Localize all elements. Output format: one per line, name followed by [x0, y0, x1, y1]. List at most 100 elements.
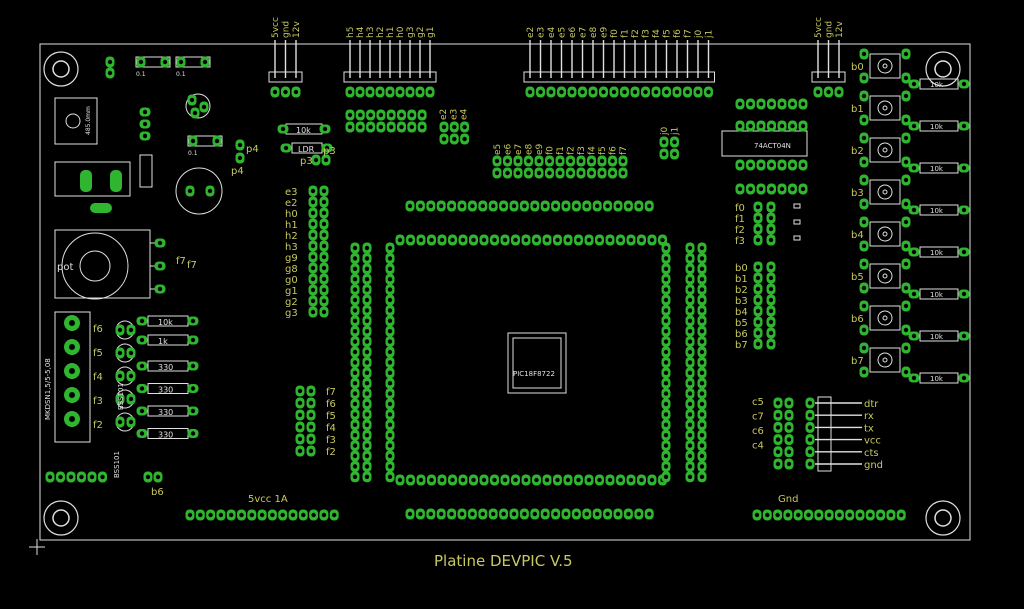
pad-hole — [737, 101, 743, 107]
pad-hole — [492, 477, 497, 483]
pad-hole — [699, 381, 705, 386]
pad-hole — [505, 158, 510, 164]
pad-hole — [785, 512, 791, 518]
pin-label: b6 — [735, 329, 748, 340]
pad-hole — [878, 512, 883, 518]
port-label: f2 — [93, 420, 103, 431]
pad-hole — [364, 297, 370, 303]
pad-hole — [815, 89, 821, 95]
pad-hole — [768, 275, 774, 281]
pin-label: e4 — [460, 108, 470, 120]
resistor-value: 10k — [296, 126, 311, 135]
pin-label: b5 — [735, 318, 748, 329]
pad-hole — [429, 477, 434, 483]
resistor-body — [919, 288, 959, 300]
pad-hole — [157, 263, 163, 269]
pad-hole — [565, 477, 571, 483]
power-header-left-body — [268, 71, 303, 83]
pad-hole — [352, 443, 358, 448]
pad-hole — [283, 89, 288, 95]
pad-hole — [861, 285, 867, 291]
pad-hole — [663, 339, 669, 344]
pin-label: f3 — [326, 435, 336, 446]
pad-hole — [117, 396, 123, 402]
pad-hole — [399, 124, 404, 130]
pad-hole — [397, 237, 403, 243]
pin-label: e6 — [504, 143, 514, 155]
pad-hole — [387, 474, 393, 479]
pad-hole — [364, 412, 370, 417]
header-h-label: h0 — [396, 26, 406, 38]
pad-hole — [387, 349, 393, 355]
pad-hole — [775, 400, 781, 406]
pad-hole — [321, 221, 327, 227]
pad-hole — [157, 286, 163, 292]
pad-hole — [428, 203, 433, 209]
pad-hole — [409, 124, 414, 130]
pad-hole — [501, 511, 506, 517]
pad-hole — [868, 512, 873, 518]
pad-hole — [189, 97, 195, 103]
pad-hole — [407, 511, 413, 517]
pad-hole — [321, 243, 327, 249]
pad-hole — [513, 237, 518, 243]
dc-jack-body — [54, 161, 131, 197]
pad-hole — [755, 297, 761, 303]
power-header-right-label: gnd — [825, 21, 835, 38]
pad-hole — [138, 59, 144, 65]
pad-hole — [790, 162, 795, 168]
pad-hole — [187, 512, 193, 518]
pad-hole — [687, 422, 693, 427]
pad-hole — [494, 158, 500, 164]
button-body — [869, 53, 901, 79]
pin-label: b4 — [735, 307, 748, 318]
pad-hole — [563, 203, 569, 209]
pad-hole — [280, 512, 285, 518]
pad-hole — [775, 461, 781, 467]
pad-hole — [826, 512, 832, 518]
pin-label: f3 — [735, 236, 745, 247]
pad-hole — [664, 89, 669, 95]
header-e-label: e5 — [558, 27, 568, 38]
pad-hole — [584, 203, 589, 209]
pad-hole — [352, 329, 358, 334]
button-body — [869, 95, 901, 121]
pad-hole — [687, 349, 693, 355]
pad-hole — [100, 474, 105, 480]
port-label: f5 — [93, 348, 103, 359]
pad-hole — [911, 207, 917, 213]
pad-hole — [399, 112, 404, 118]
pad-hole — [768, 215, 774, 221]
pad-hole — [377, 89, 383, 95]
pin-label: f2 — [567, 146, 577, 155]
button-center — [882, 357, 888, 363]
terminal-label: MKDSN1,5/5-5,08 — [44, 358, 52, 420]
pad-hole — [543, 511, 548, 517]
pad-hole — [321, 298, 327, 304]
pin-label: f6 — [609, 146, 619, 155]
pad-hole — [321, 199, 327, 205]
pad-hole — [259, 512, 265, 518]
terminal-hole — [69, 320, 75, 326]
pad-hole — [786, 400, 792, 406]
serial-label: gnd — [864, 460, 883, 471]
pad-hole — [779, 162, 785, 168]
pad-hole — [607, 477, 613, 483]
pad-hole — [555, 237, 560, 243]
pad-hole — [903, 117, 909, 123]
pad-hole — [911, 333, 917, 339]
pin-label: f6 — [326, 399, 336, 410]
pad-hole — [523, 237, 529, 243]
header-e-label: f7 — [684, 29, 694, 38]
pad-hole — [699, 453, 705, 459]
pad-hole — [597, 477, 602, 483]
pad-hole — [589, 158, 594, 164]
pad-hole — [208, 512, 213, 518]
pad-hole — [187, 188, 193, 194]
serial-header-body — [817, 396, 832, 472]
pad-hole — [748, 186, 753, 192]
smd-mark — [793, 203, 801, 209]
pad-hole — [748, 162, 753, 168]
pad-hole — [786, 449, 792, 454]
